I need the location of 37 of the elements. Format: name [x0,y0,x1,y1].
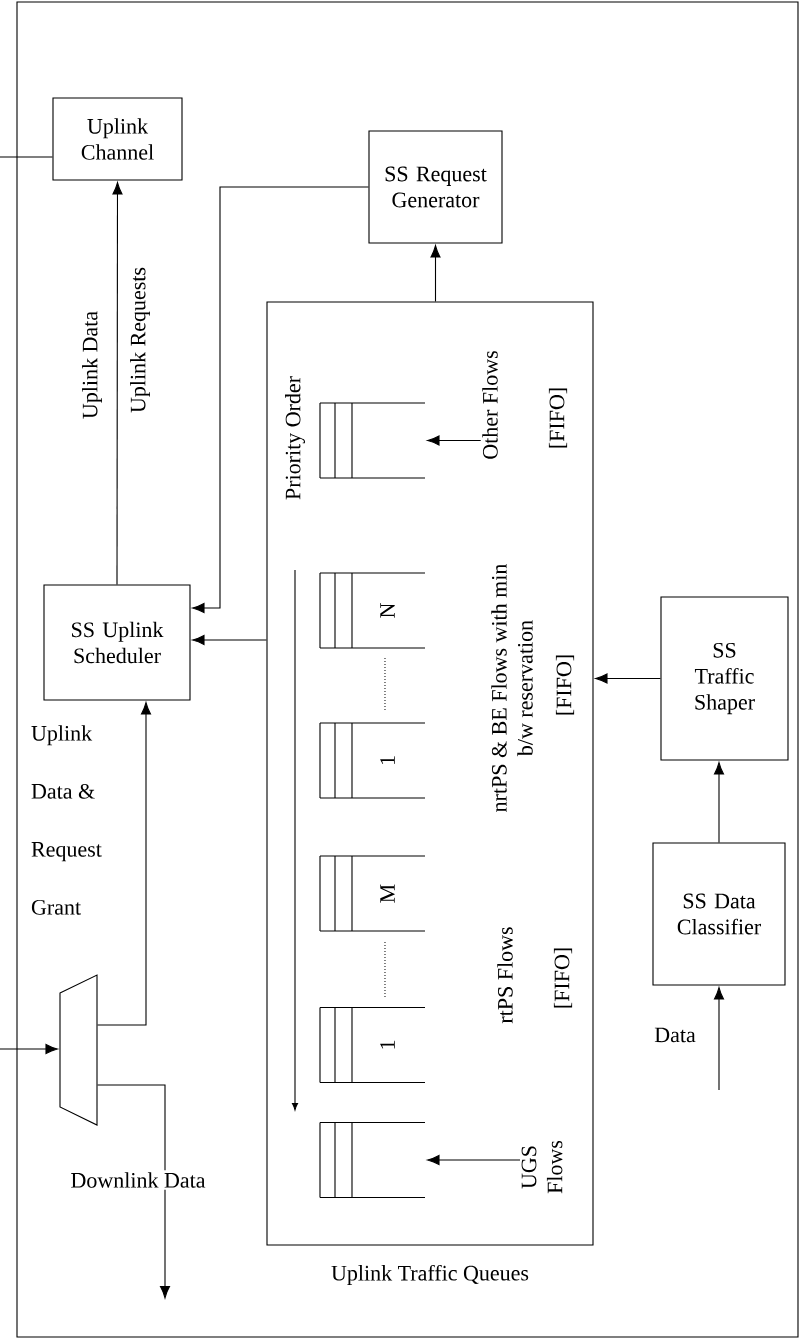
arrow [112,182,123,585]
arrow [427,1154,521,1166]
arrow [713,987,725,1091]
rotated-label: Uplink Requests [130,267,150,413]
edge-label: Downlink Data [68,1170,208,1190]
rotated-label: nrtPS & BE Flows with min b/w reservation [491,563,533,812]
arrow [192,186,369,614]
arrow [430,245,441,302]
arrow [713,762,725,843]
arrow [192,634,267,646]
arrow [97,1084,171,1299]
process-box: SS Request Generator [368,130,503,244]
flow-label: Other Flows [482,351,498,459]
queue-drawing: N [319,572,426,649]
edge-label: Uplink Data [82,311,102,419]
box-heading: Uplink Traffic Queues [331,1264,529,1286]
queue-drawing: 1 [319,1006,426,1084]
queue-drawing: 1 [319,722,426,799]
edge-label: Uplink Data & Request Grant [31,725,102,915]
arrow [97,702,152,1026]
queue-drawing [319,402,426,479]
queue-drawing [319,1121,426,1199]
process-box: Uplink Channel [52,97,183,181]
rotated-label: rtPS Flows [497,927,513,1024]
demultiplexer-symbol [59,974,98,1126]
queue-drawing: M [319,855,426,932]
flow-label: UGS Flows [521,1140,563,1194]
fifo-label: [FIFO] [555,655,575,715]
fifo-label: [FIFO] [548,388,568,448]
process-box: SS Traffic Shaper [660,596,789,761]
arrow [595,673,661,684]
process-box: SS Uplink Scheduler [43,584,191,701]
arrow [427,435,482,446]
fifo-label: [FIFO] [553,948,573,1008]
arrow [0,1043,58,1055]
edge-label: Data [652,1025,698,1045]
process-box: SS Data Classifier [652,842,786,986]
